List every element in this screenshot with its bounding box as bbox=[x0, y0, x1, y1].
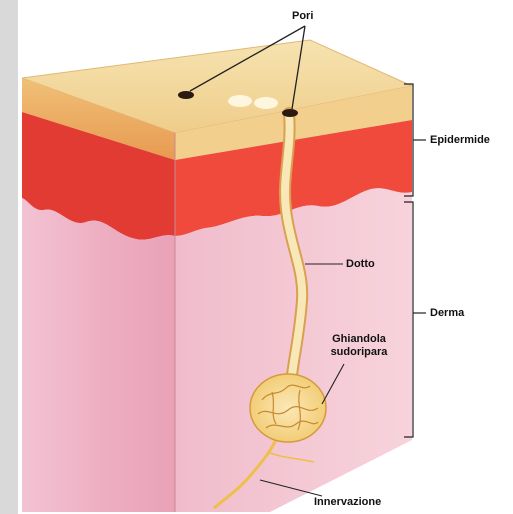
dermis-label: Derma bbox=[430, 307, 464, 320]
sweat-gland bbox=[250, 374, 326, 442]
innervation-label: Innervazione bbox=[314, 496, 381, 509]
pore-left bbox=[178, 91, 194, 99]
duct-label: Dotto bbox=[346, 258, 375, 271]
pore-right bbox=[282, 109, 298, 117]
gland-label-line2: sudoripara bbox=[322, 346, 396, 359]
gland-label-line1: Ghiandola bbox=[322, 333, 396, 346]
dermis-front-face bbox=[22, 198, 175, 512]
surface-bump-2 bbox=[254, 97, 278, 109]
surface-bump-1 bbox=[228, 95, 252, 107]
pores-label: Pori bbox=[292, 10, 313, 23]
epidermis-label: Epidermide bbox=[430, 134, 490, 147]
